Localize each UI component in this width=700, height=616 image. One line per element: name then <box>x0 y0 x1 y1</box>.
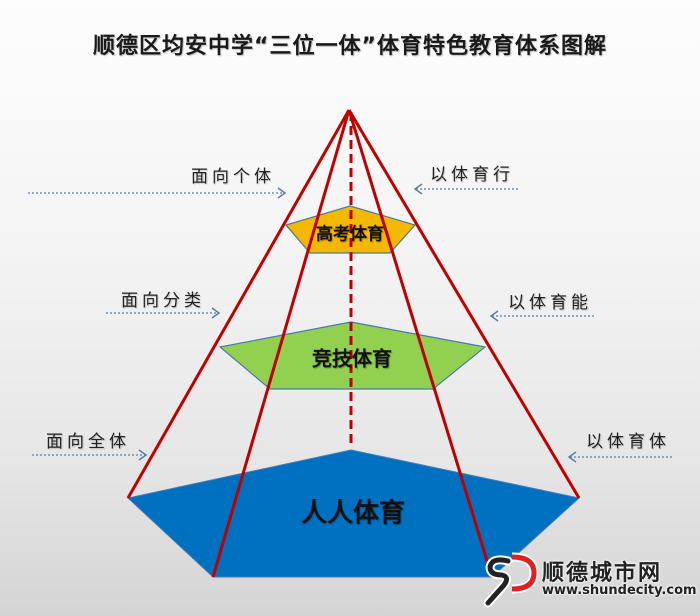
right-label-behavior: 以体育行 <box>430 165 514 185</box>
watermark-url: www.shundecity.com <box>542 583 697 598</box>
right-arrows <box>413 183 672 463</box>
left-arrows <box>28 187 287 461</box>
tier-middle-label: 竞技体育 <box>312 346 392 371</box>
pyramid-edges <box>126 109 581 578</box>
shundecity-logo-icon <box>483 552 539 608</box>
tier-top-label: 高考体育 <box>316 224 384 245</box>
watermark-site-name: 顺德城市网 <box>542 561 663 586</box>
left-label-individual: 面向个体 <box>191 167 275 187</box>
right-label-ability: 以体育能 <box>508 293 592 313</box>
right-label-body: 以体育体 <box>586 432 670 452</box>
tier-bottom-label: 人人体育 <box>300 498 406 529</box>
diagram-title: 顺德区均安中学“三位一体”体育特色教育体系图解 <box>93 34 607 59</box>
left-label-all: 面向全体 <box>46 432 130 452</box>
left-label-category: 面向分类 <box>121 291 205 311</box>
watermark: 顺德城市网 www.shundecity.com <box>482 547 697 609</box>
